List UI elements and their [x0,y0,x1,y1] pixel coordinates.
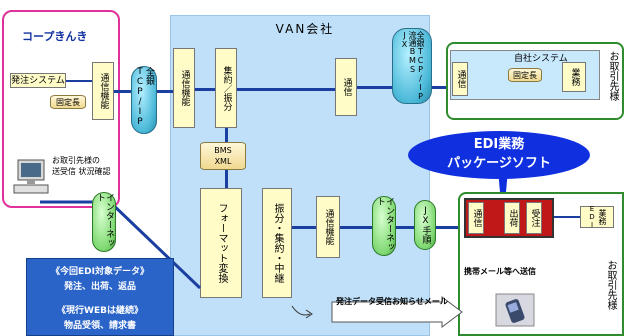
coop-title: コープきんき [22,30,88,43]
route-consolidate-box: 振分・集約・中継 [262,188,292,298]
mobile-phone-icon [494,292,536,328]
jx-oval: JX手順 [414,200,436,250]
notice-mail-label: 発注データ受信お知らせメール [336,297,448,306]
coop-comm-box: 通信機能 [92,62,114,120]
ordering-system-box: 発注システム [10,73,66,88]
protocol-right-pill: 全銀TCP/IP 流通BMS JX [392,28,432,104]
format-convert-box: フォーマット変換 [200,188,242,298]
protocol-left-pill: 全銀TCP/IP [131,66,157,134]
coop-inner-link [66,80,92,82]
ordering-box: 受注 [526,202,542,234]
legend-line-4: 物品受領、請求書 [63,321,136,331]
partner-top-label: お取引先様 [607,51,618,101]
edi-label: EDI [588,205,596,229]
partner-top-work-box: 業務 [562,62,586,92]
bms-xml-cylinder: BMS XML [200,142,246,170]
van-title: VAN会社 [275,22,335,36]
partner-check-text: お取引先様の 送受信 状況確認 [52,156,111,176]
partner-bottom-comm-box: 通信 [468,202,484,234]
legend-line-1: 《今回EDI対象データ》 [51,267,149,277]
link-van-comm [195,88,215,91]
consolidate-box: 集約／振分 [215,48,237,128]
notice-mail-arrow [290,296,464,328]
legend-line-3: 《現行WEBは継続》 [57,306,143,316]
coop-fixed-length: 固定長 [50,95,86,109]
partner-top-comm-box: 通信 [452,62,468,96]
work-label: 業務 [598,209,607,225]
internet-right-oval: インターネット [372,196,396,256]
link-route-comm [292,226,316,229]
link-bms-format [225,170,228,188]
partner-bottom-label: お取引先様 [605,260,616,310]
shipping-box: 出荷 [504,202,520,234]
mobile-send-text: 携帯メール等へ送信 [464,267,536,276]
own-system-label: 自社システム [514,54,568,64]
legend-box [26,258,174,336]
legend-line-2: 発注、出荷、返品 [63,282,136,292]
van-comm-box-2: 通信機能 [316,196,340,258]
link-consolidate-bms [225,128,228,142]
link-edi-work [554,216,580,218]
computer-icon [12,158,52,198]
internet-left-oval: インターネット [92,192,116,252]
van-comm-box: 通信機能 [173,48,195,128]
edi-work-box: EDI 業務 [580,205,614,229]
link-van-partner-bottom [340,226,464,229]
van-communication-box: 通信 [335,58,357,116]
link-consolidate-comm [237,88,335,91]
partner-top-fixed-length: 固定長 [508,68,542,82]
